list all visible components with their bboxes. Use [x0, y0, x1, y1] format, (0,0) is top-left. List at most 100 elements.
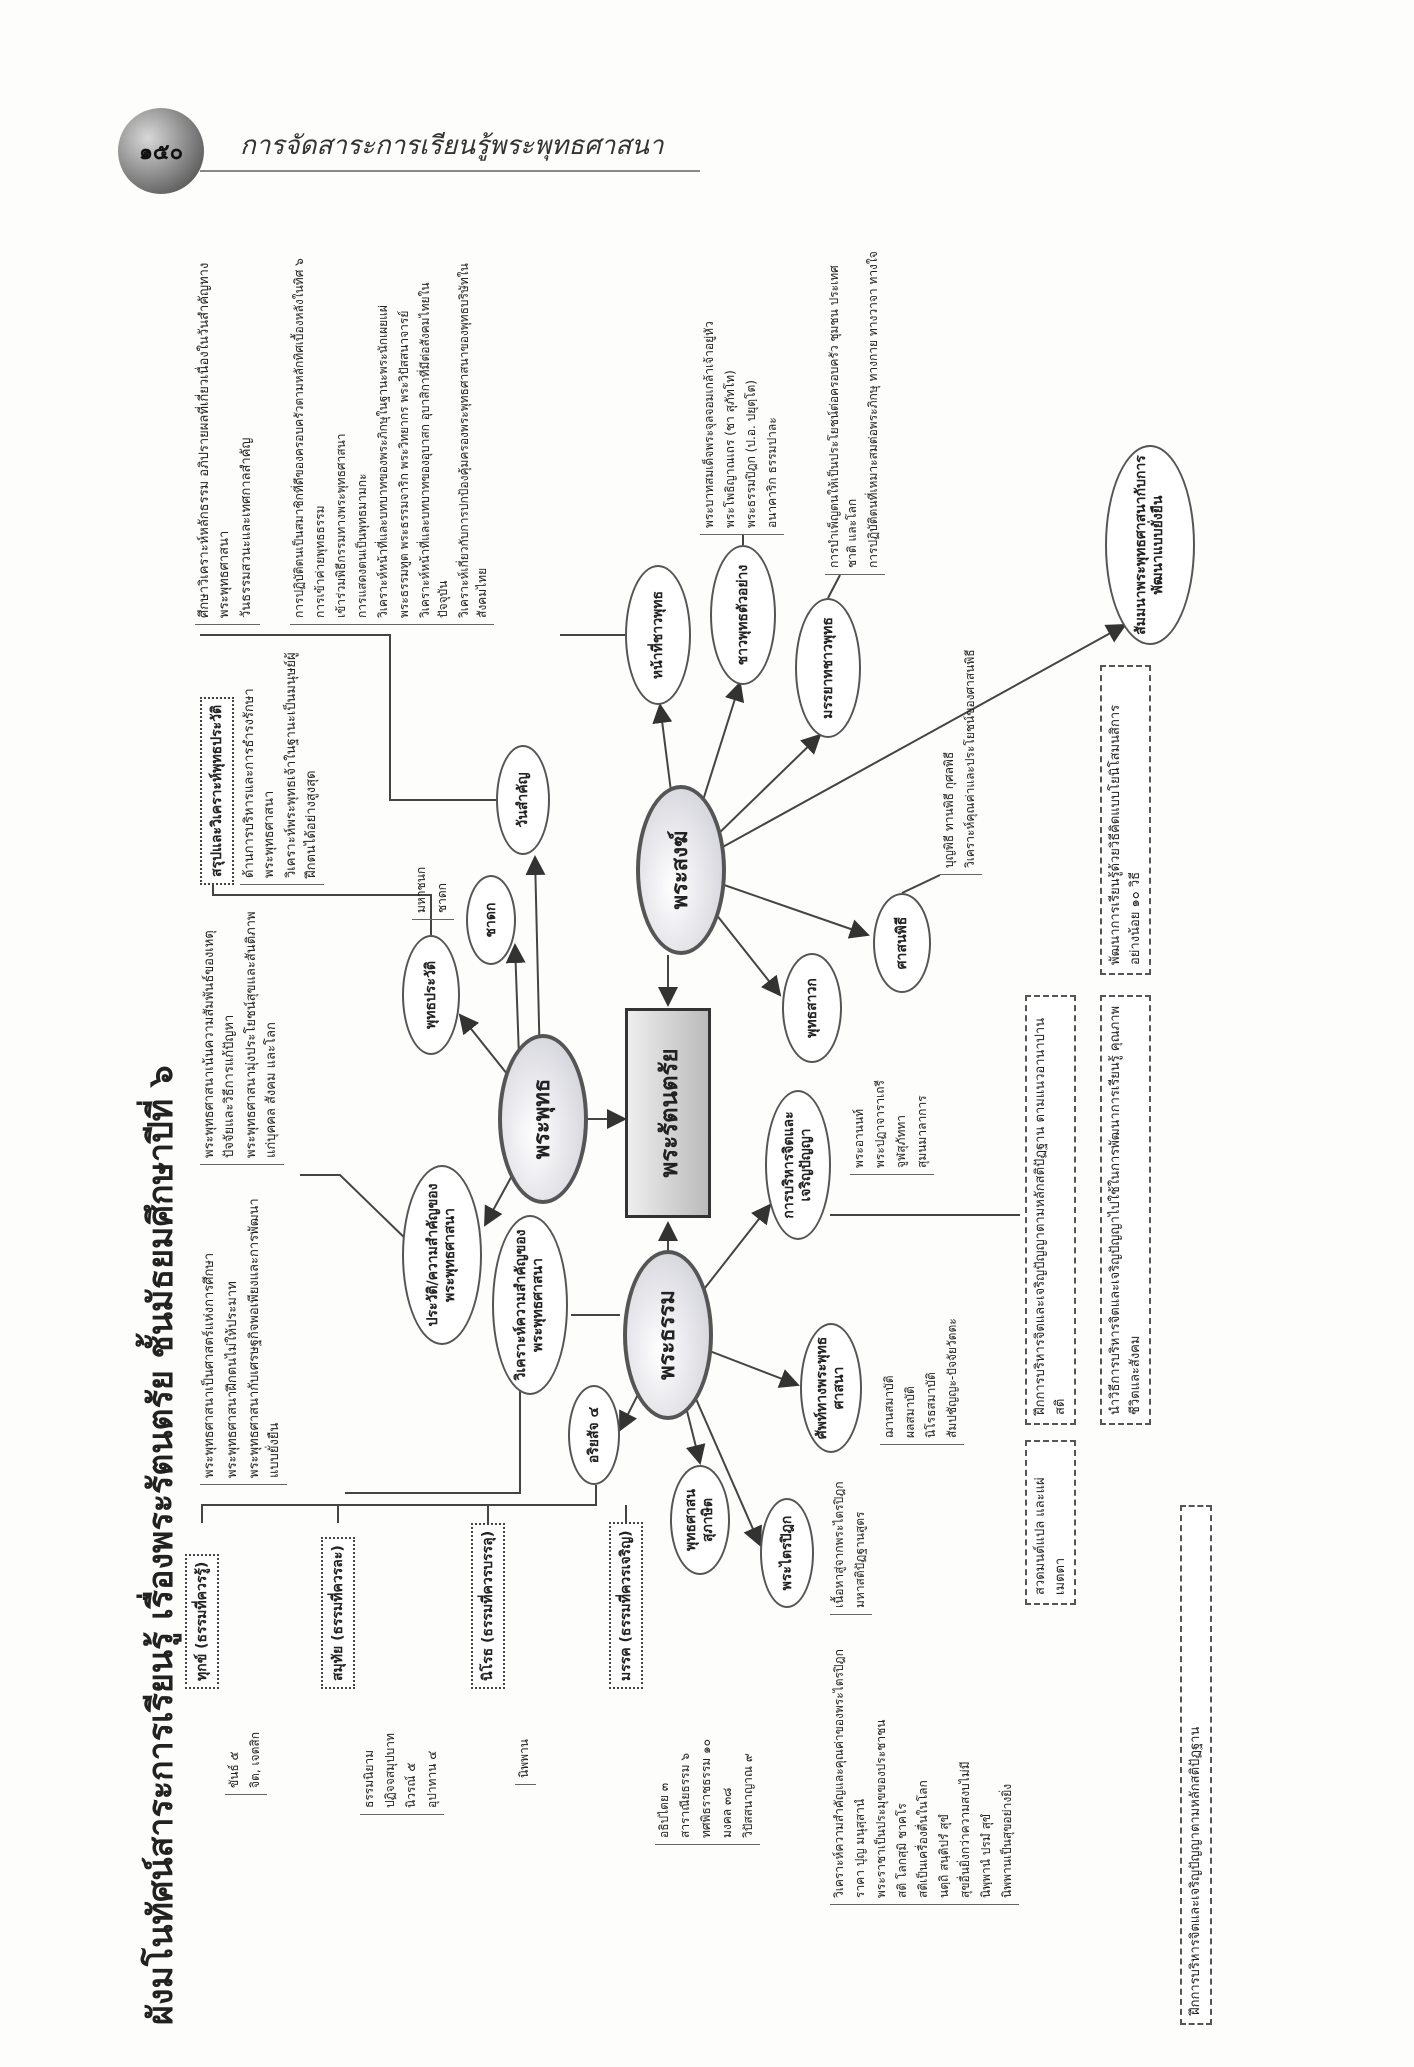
leaf: ราคา ปุญ มนุสฺสานํ	[853, 1798, 867, 1898]
leaf: วิเคราะห์คุณค่าและประโยชน์ของศาสนพิธี	[963, 649, 977, 868]
box-dukkha: ทุกข์ (ธรรมที่ควรรู้)	[185, 1553, 219, 1689]
leaf: นิพฺพานํ ปรมํ สุขํ	[979, 1813, 993, 1898]
node-proverbs: พุทธศาสนสุภาษิต	[670, 1465, 730, 1575]
node-etiquette: มรรยาทชาวพุทธ	[795, 598, 861, 738]
leaf: อธิปไตย ๓	[657, 1782, 671, 1838]
leaf: ด้านการบริหารและการธำรงรักษาพระพุทธศาสนา	[242, 688, 277, 878]
activity-box-3: นำวิธีการบริหารจิตและเจริญปัญญาไปใช้ในกา…	[1100, 995, 1151, 1425]
leaf: วิเคราะห์ความสำคัญและคุณค่าของพระไตรปิฎก	[832, 1649, 846, 1898]
leaves-tipitaka: เนื้อหาสู่จากพระไตรปิฎก มหาสติปัฏฐานสูตร	[830, 1455, 872, 1615]
node-terms: ศัพท์ทางพระพุทธศาสนา	[800, 1323, 862, 1453]
node-holy-days: วันสำคัญ	[496, 745, 550, 855]
leaf: มหาชนก	[414, 866, 428, 913]
node-four-noble-truths: อริยสัจ ๔	[568, 1385, 620, 1485]
leaf: ปฏิจจสมุปบาท	[383, 1733, 397, 1808]
leaves-dukkha: ขันธ์ ๕ จิต, เจตสิก	[225, 1695, 267, 1795]
leaf: พระพุทธศาสนาเน้นความสัมพันธ์ของเหตุปัจจั…	[202, 930, 237, 1158]
node-disciples: พุทธสาวก	[782, 953, 842, 1063]
leaves-samudaya: ธรรมนิยาม ปฏิจจสมุปบาท นิวรณ์ ๕ อุปาทาน ๔	[360, 1695, 444, 1815]
running-header: การจัดสาระการเรียนรู้พระพุทธศาสนา	[240, 131, 664, 161]
leaves-duties: การปฏิบัติตนเป็นสมาชิกที่ดีของครอบครัวตา…	[290, 245, 494, 625]
box-magga: มรรค (ธรรมที่ควรเจริญ)	[609, 1522, 643, 1689]
leaf: พระอานนท์	[852, 1108, 866, 1168]
leaves-biography: ด้านการบริหารและการธำรงรักษาพระพุทธศาสนา…	[240, 645, 324, 885]
leaves-rites: บุญพิธี ทานพิธี กุศลพิธี วิเคราะห์คุณค่าแ…	[940, 615, 982, 875]
leaf: นิวรณ์ ๕	[404, 1762, 418, 1808]
box-nirodha: นิโรธ (ธรรมที่ควรบรรลุ)	[471, 1522, 505, 1689]
node-dhamma: พระธรรม	[623, 1250, 713, 1420]
leaf: วิปัสสนาญาณ ๙	[741, 1753, 755, 1838]
leaf: พระธรรมทูต พระธรรมจาริก พระวิทยากร พระวิ…	[397, 310, 411, 618]
page-number-badge: ๑๕๐	[118, 108, 204, 194]
leaf: พระพุทธศาสนาเป็นศาสตร์แห่งการศึกษา	[202, 1252, 217, 1478]
leaf: วันธรรมสวนะและเทศกาลสำคัญ	[239, 437, 254, 619]
leaf: วิเคราะห์หน้าที่และบทบาทของพระภิกษุในฐาน…	[376, 305, 390, 618]
leaves-nirodha: นิพพาน	[515, 1695, 536, 1785]
leaf: การแสดงตนเป็นพุทธมามกะ	[355, 473, 369, 619]
leaf: ธรรมนิยาม	[362, 1749, 376, 1808]
leaves-holy-days: ศึกษาวิเคราะห์หลักธรรม อภิปรายผลที่เกี่ย…	[195, 245, 260, 625]
leaf: ชาดก	[435, 883, 449, 913]
node-duties: หน้าที่ชาวพุทธ	[625, 565, 691, 705]
leaf: ฌานสมาบัติ	[882, 1375, 896, 1438]
leaf: วิเคราะห์เกี่ยวกับการปกป้องคุ้มครองพระพุ…	[457, 263, 489, 618]
box-samudaya: สมุทัย (ธรรมที่ควรละ)	[321, 1537, 355, 1689]
leaves-analysis: พระพุทธศาสนาเป็นศาสตร์แห่งการศึกษา พระพุท…	[200, 1185, 287, 1485]
leaf: สติ โลกสฺมิ ชาคโร	[895, 1803, 909, 1898]
leaves-disciples: พระอานนท์ พระปฏาจาราเถรี จูฬสุภัททา สุมนมาล…	[850, 1015, 934, 1175]
leaf: พระธรรมปิฎก (ป.อ. ปยุตฺโต)	[744, 380, 758, 528]
leaf: ทศพิธราชธรรม ๑๐	[699, 1739, 713, 1838]
leaf: นิพพานเป็นสุขอย่างยิ่ง	[1000, 1783, 1014, 1898]
leaves-proverbs: วิเคราะห์ความสำคัญและคุณค่าของพระไตรปิฎก…	[830, 1625, 1019, 1905]
activity-box-5: ฝึกการบริหารจิตและเจริญปัญญาตามหลักสติปั…	[1180, 1505, 1212, 2025]
concept-map: ผังมโนทัศน์สาระการเรียนรู้ เรื่องพระรัตน…	[140, 235, 1340, 2045]
leaf: บุญพิธี ทานพิธี กุศลพิธี	[942, 751, 956, 868]
leaf: นตฺถิ สนฺติปรํ สุขํ	[937, 1814, 951, 1898]
leaf: การเข้าค่ายพุทธธรรม	[313, 505, 327, 618]
header-rule	[200, 170, 700, 172]
leaves-model-buddhists: พระบาทสมเด็จพระจุลจอมเกล้าเจ้าอยู่หัว พระ…	[700, 245, 784, 535]
leaf: พระพุทธศาสนากับเศรษฐกิจพอเพียงและการพัฒน…	[247, 1198, 282, 1478]
leaf: พระพุทธศาสนาฝึกตนไม่ให้ประมาท	[224, 1281, 240, 1478]
node-biography: พุทธประวัติ	[402, 935, 460, 1055]
leaf: พระโพธิญาณเถร (ชา สุภัทโท)	[723, 370, 737, 528]
leaf: จิต, เจตสิก	[248, 1732, 262, 1788]
leaf: พระปฏาจาราเถรี	[873, 1080, 887, 1168]
activity-box-2: สวดมนต์แปล และแผ่เมตตา	[1025, 1440, 1076, 1605]
leaves-magga: อธิปไตย ๓สาราณียธรรม ๖ทศพิธราชธรรม ๑๐มงค…	[655, 1695, 760, 1845]
leaves-jataka: มหาชนก ชาดก	[412, 860, 454, 920]
node-tipitaka: พระไตรปิฎก	[760, 1498, 814, 1608]
node-jataka: ชาดก	[466, 875, 516, 965]
leaf: การปฏิบัติตนที่เหมาะสมต่อพระภิกษุ ทางกาย…	[866, 251, 880, 568]
leaf: สติเป็นเครื่องตื่นในโลก	[916, 1780, 930, 1898]
leaf: วิเคราะห์หน้าที่และบทบาทของอุบาสก อุบาสิ…	[418, 282, 450, 618]
leaf: นิโรธสมาบัติ	[924, 1372, 938, 1438]
node-sangha: พระสงฆ์	[636, 785, 726, 955]
leaf: ศึกษาวิเคราะห์หลักธรรม อภิปรายผลที่เกี่ย…	[197, 262, 232, 618]
node-buddha: พระพุทธ	[498, 1034, 588, 1204]
leaves-terms: ฌานสมาบัติ ผลสมาบัติ นิโรธสมาบัติ สัมปชัญญะ…	[880, 1235, 964, 1445]
leaf: อุปาทาน ๔	[425, 1750, 439, 1808]
node-analysis: วิเคราะห์ความสำคัญของพระพุทธศาสนา	[492, 1215, 568, 1395]
center-node-triple-gem: พระรัตนตรัย	[625, 1008, 711, 1218]
node-rites: ศาสนพิธี	[873, 893, 931, 993]
leaf: สัมปชัญญะ-ปัจจัยวัตตะ	[945, 1318, 959, 1438]
activity-box-4: พัฒนาการเรียนรู้ด้วยวิธีคิดแบบโยนิโสมนสิ…	[1100, 665, 1151, 975]
leaf: การบำเพ็ญตนให้เป็นประโยชน์ต่อครอบครัว ชุ…	[827, 265, 859, 568]
leaf: นิพพาน	[517, 1739, 531, 1778]
leaf: ขันธ์ ๕	[227, 1751, 241, 1788]
leaf: พระราชาเป็นประมุขของประชาชน	[874, 1719, 888, 1898]
leaf: พระบาทสมเด็จพระจุลจอมเกล้าเจ้าอยู่หัว	[702, 321, 716, 528]
leaf: เนื้อหาสู่จากพระไตรปิฎก	[832, 1481, 846, 1608]
diagram-title: ผังมโนทัศน์สาระการเรียนรู้ เรื่องพระรัตน…	[141, 1065, 181, 2025]
rotated-diagram-frame: ผังมโนทัศน์สาระการเรียนรู้ เรื่องพระรัตน…	[140, 235, 1340, 2045]
activity-box-1: ฝึกการบริหารจิตและเจริญปัญญาตามหลักสติปั…	[1025, 995, 1076, 1425]
leaf: สุมนมาลาการ	[915, 1095, 929, 1168]
leaf: มหาสติปัฏฐานสูตร	[853, 1511, 867, 1608]
box-summary: สรุปและวิเคราะห์พุทธประวัติ	[200, 696, 234, 885]
leaf: การปฏิบัติตนเป็นสมาชิกที่ดีของครอบครัวตา…	[292, 258, 306, 618]
leaf: จูฬสุภัททา	[894, 1114, 908, 1168]
leaves-etiquette: การบำเพ็ญตนให้เป็นประโยชน์ต่อครอบครัว ชุ…	[825, 245, 885, 575]
leaf: วิเคราะห์พระพุทธเจ้าในฐานะเป็นมนุษย์ผู้ฝ…	[284, 652, 319, 878]
leaf: ผลสมาบัติ	[903, 1386, 917, 1438]
